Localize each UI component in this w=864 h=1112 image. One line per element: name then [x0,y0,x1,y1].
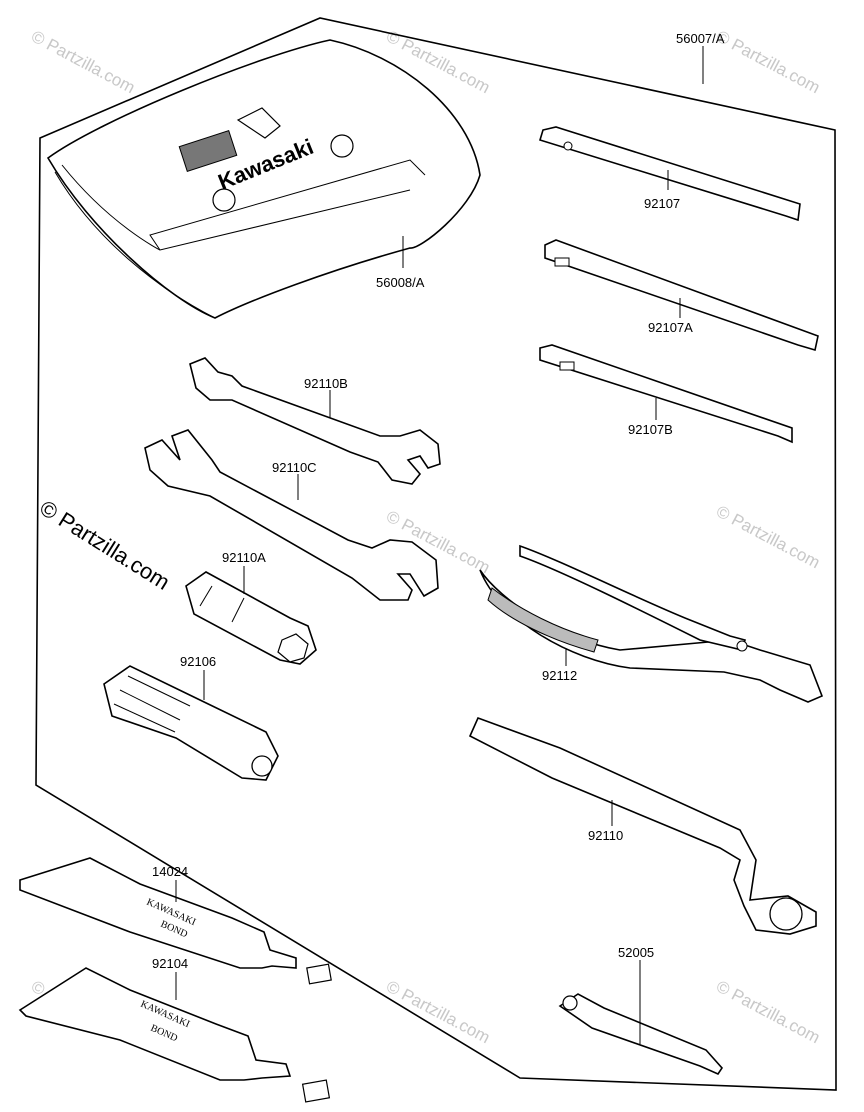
wrench-92110c [144,429,439,601]
part-label: 92110A [222,550,266,565]
bond-tube-92104: KAWASAKI BOND [18,967,331,1103]
part-label: 92110C [272,460,317,475]
pliers-92112 [479,544,824,703]
part-label: 92107A [648,320,693,335]
part-label: 52005 [618,945,654,960]
part-label: 14024 [152,864,188,879]
tire-gauge-52005 [558,993,724,1076]
part-label: 92107B [628,422,673,437]
tool-kit-frame [35,17,837,1091]
watermark: © Partzilla.com [713,27,823,98]
part-label: 92107 [644,196,680,211]
part-label: 92110 [588,828,623,843]
part-label: 92110B [304,376,348,391]
watermark: © Partzilla.com [713,502,823,573]
screwdriver-92107b [539,344,793,444]
watermark: © Partzilla.com [383,977,493,1048]
screwdriver-92107a [544,239,819,352]
part-label: 92104 [152,956,188,971]
handle-92106 [103,665,279,781]
watermark-center: © Partzilla.com [35,495,174,595]
wrench-92110b [189,357,441,485]
tool-bag: Kawasaki [46,39,481,319]
part-labels: 56007/A 56008/A 92107 92107A 92107B 9211… [152,31,725,971]
socket-wrench-92110a [185,571,317,665]
part-label: 56008/A [376,275,425,290]
watermark: © Partzilla.com [28,27,138,98]
screwdriver-92107 [539,126,801,222]
part-label: 92106 [180,654,216,669]
part-label: 92112 [542,668,577,683]
bond-tube-14024: KAWASAKI BOND [19,857,332,985]
leader-lines [175,46,704,1044]
watermark: © Partzilla.com [713,977,823,1048]
part-label: 56007/A [676,31,725,46]
box-wrench-92110 [468,716,817,935]
